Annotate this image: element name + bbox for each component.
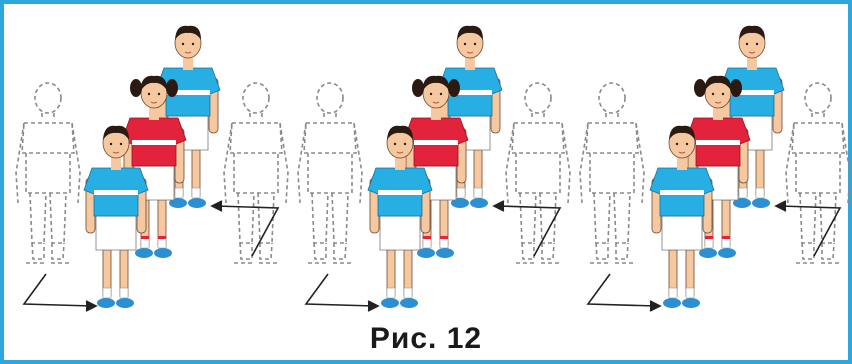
movement-arrow-left [588, 274, 660, 311]
dashed-outline-figure-left [298, 83, 362, 263]
movement-arrow-left [24, 274, 96, 311]
group-1 [16, 26, 288, 311]
dashed-outline-figure-right [506, 83, 570, 263]
figure-caption: Рис. 12 [4, 322, 848, 356]
dashed-outline-figure-left [16, 83, 80, 263]
group-3 [580, 26, 850, 311]
movement-arrow-right [212, 201, 278, 256]
movement-arrow-left [306, 274, 378, 311]
movement-arrow-right [776, 201, 840, 256]
dashed-outline-figure-left [580, 83, 644, 263]
dashed-outline-figure-right [786, 83, 850, 263]
illustration [8, 8, 852, 326]
movement-arrow-right [494, 201, 560, 256]
group-2 [298, 26, 570, 311]
dashed-outline-figure-right [224, 83, 288, 263]
